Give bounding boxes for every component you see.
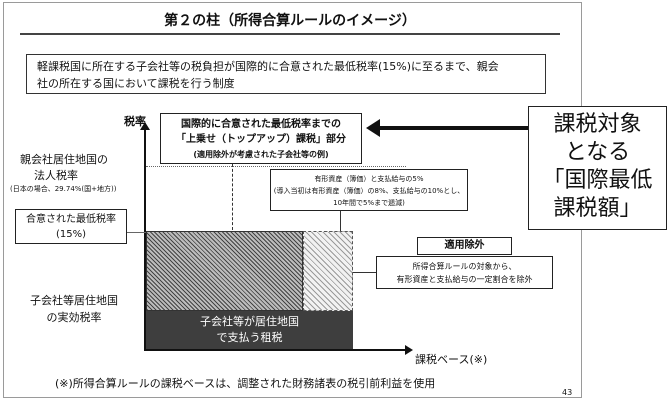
page-number: 43	[562, 388, 573, 397]
topup-box: 国際的に合意された最低税率までの 「上乗せ（トップアップ）課税」部分 (適用除外…	[160, 113, 362, 164]
exclusion-line-1: 所得合算ルールの対象から、	[412, 262, 517, 271]
topup-connector-line	[232, 164, 233, 230]
exclusion-line-2: 有形資産と支払給与の一定割合を除外	[396, 275, 533, 284]
topup-line-2: 「上乗せ（トップアップ）課税」部分	[176, 134, 346, 145]
tangible-asset-box: 有形資産（簿価）と支払給与の5% (導入当初は有形資産（簿価）の8%、支払給与の…	[270, 169, 468, 211]
y-axis-arrow-icon	[140, 122, 150, 130]
min-rate-line-2: (15%)	[55, 229, 87, 240]
x-axis-label: 課税ベース(※)	[415, 353, 488, 366]
excluded-area	[303, 231, 353, 311]
exclusion-desc-box: 所得合算ルールの対象から、 有形資産と支払給与の一定割合を除外	[376, 256, 553, 289]
intro-line-2: 社の所在する国において課税を行う制度	[37, 77, 235, 90]
slide-title: 第２の柱（所得合算ルールのイメージ）	[20, 7, 560, 35]
parent-rate-title-1: 親会社居住地国の	[20, 153, 108, 166]
tangible-connector-line	[340, 211, 341, 231]
parent-rate-label: 親会社居住地国の 法人税率	[20, 152, 108, 184]
x-axis-line	[144, 349, 406, 351]
topup-tax-area	[146, 231, 303, 311]
topup-line-3: (適用除外が考慮された子会社等の例)	[193, 150, 329, 159]
min-rate-box: 合意された最低税率 (15%)	[15, 209, 127, 244]
callout-arrow-head-icon	[366, 119, 380, 137]
subsidiary-tax-line-1: 子会社等が居住地国	[200, 315, 299, 328]
exclusion-connector-line	[353, 272, 376, 273]
tangible-line-2: (導入当初は有形資産（簿価）の8%、支払給与の10%とし、	[273, 187, 465, 195]
callout-line-4: 課税額」	[553, 196, 642, 221]
subsidiary-rate-label: 子会社等居住地国 の実効税率	[30, 292, 118, 326]
topup-line-1: 国際的に合意された最低税率までの	[181, 119, 341, 130]
callout-line-2: となる	[564, 140, 631, 165]
parent-rate-level-line	[146, 166, 406, 167]
parent-rate-title-2: 法人税率	[34, 169, 78, 182]
min-rate-line-1: 合意された最低税率	[26, 214, 116, 225]
callout-arrow-shaft	[378, 126, 528, 130]
callout-line-3: 「国際最低	[542, 168, 653, 193]
parent-rate-note: (日本の場合、29.74%(国+地方))	[10, 185, 117, 193]
tangible-line-1: 有形資産（簿価）と支払給与の5%	[314, 175, 424, 183]
intro-line-1: 軽課税国に所在する子会社等の税負担が国際的に合意された最低税率(15%)に至るま…	[37, 60, 499, 73]
exclusion-label-box: 適用除外	[417, 237, 512, 255]
subsidiary-rate-line-1: 子会社等居住地国	[30, 294, 118, 307]
min-rate-tick	[127, 232, 146, 233]
x-axis-arrow-icon	[405, 345, 413, 355]
callout-line-1: 課税対象	[553, 112, 642, 137]
callout-box: 課税対象 となる 「国際最低 課税額」	[528, 106, 667, 230]
footnote: (※)所得合算ルールの課税ベースは、調整された財務諸表の税引前利益を使用	[55, 377, 436, 390]
subsidiary-rate-line-2: の実効税率	[46, 311, 102, 324]
subsidiary-tax-line-2: で支払う租税	[216, 331, 283, 344]
y-axis-line	[144, 128, 146, 350]
subsidiary-tax-block: 子会社等が居住地国 で支払う租税	[146, 311, 353, 349]
intro-box: 軽課税国に所在する子会社等の税負担が国際的に合意された最低税率(15%)に至るま…	[26, 54, 546, 94]
tangible-line-3: 10年間で5%まで逓減)	[333, 199, 405, 207]
